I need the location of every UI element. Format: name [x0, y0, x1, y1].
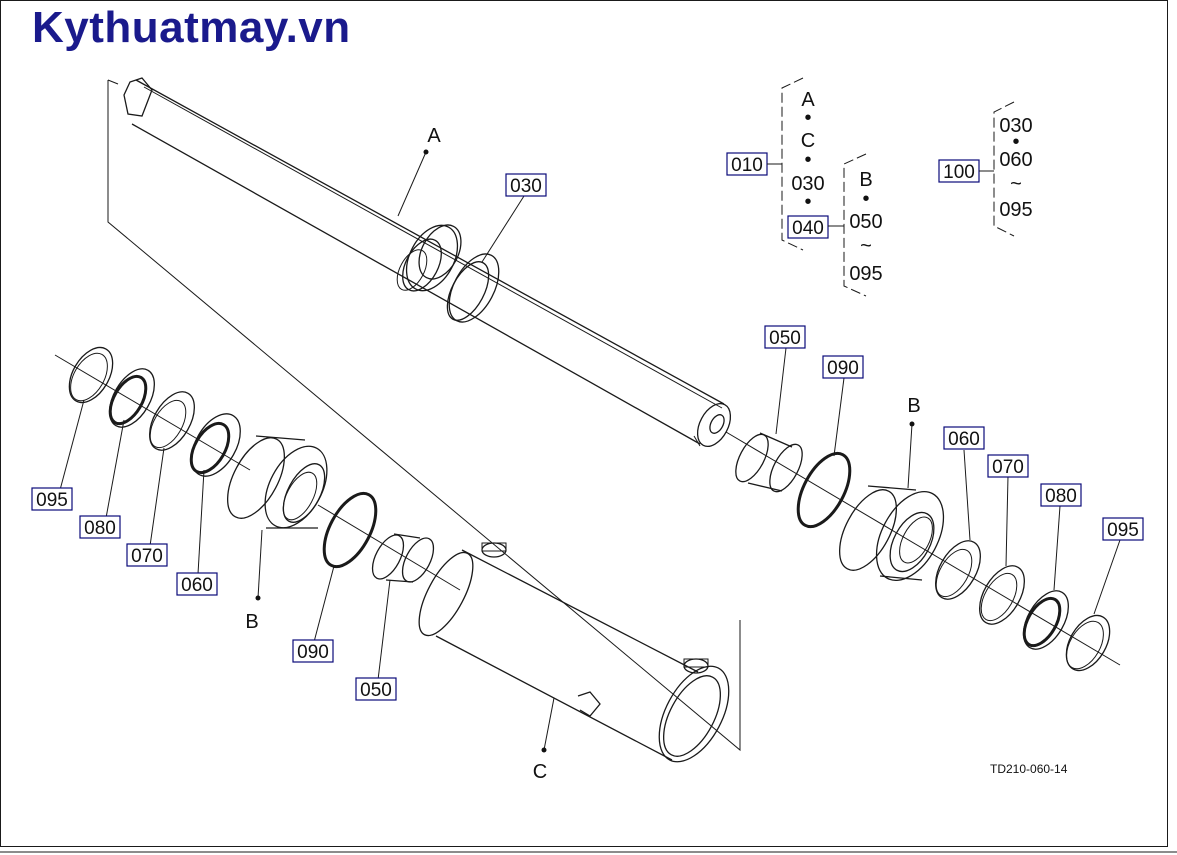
label-060-right: 060 — [948, 429, 980, 450]
legend-010-item-1: A — [801, 89, 815, 111]
legend-100-item-4: ~ — [1010, 173, 1022, 195]
label-095-right: 095 — [1107, 520, 1139, 541]
legend-100-item-5: 095 — [999, 199, 1032, 221]
kit-legend: 010 A • C • 030 • 040 B • 050 ~ 095 100 … — [726, 77, 1033, 297]
bushing-left — [371, 533, 435, 583]
label-080-right: 080 — [1045, 486, 1077, 507]
legend-040-item-1: B — [859, 169, 872, 191]
label-070-right: 070 — [992, 457, 1024, 478]
label-080-left: 080 — [84, 518, 116, 539]
label-090-left: 090 — [297, 642, 329, 663]
brand-logo-text: Kythuatmay.vn — [32, 3, 351, 52]
label-050-right: 050 — [769, 328, 801, 349]
letter-b-right: B — [907, 395, 920, 417]
letter-b-left: B — [245, 611, 258, 633]
label-060-left: 060 — [181, 575, 213, 596]
legend-010-item-3: C — [801, 130, 815, 152]
seal-set-right — [935, 540, 1111, 672]
legend-010-item-6: • — [804, 191, 811, 213]
legend-040-label: 040 — [792, 218, 824, 239]
letter-a: A — [427, 125, 441, 147]
legend-040-item-5: 095 — [849, 263, 882, 285]
assembly-letters: A B C B — [245, 125, 920, 783]
legend-040-item-4: ~ — [860, 235, 872, 257]
legend-100-item-1: 030 — [999, 115, 1032, 137]
legend-010-item-2: • — [804, 107, 811, 129]
label-090-right: 090 — [827, 358, 859, 379]
letter-c: C — [533, 761, 547, 783]
bushing-right — [735, 432, 803, 493]
label-030-top: 030 — [510, 176, 542, 197]
legend-010-label: 010 — [731, 155, 763, 176]
label-050-left: 050 — [360, 680, 392, 701]
wear-ring — [446, 253, 500, 323]
part-labels: 030 095 080 070 060 090 050 050 090 060 … — [31, 173, 1144, 701]
label-095-left: 095 — [36, 490, 68, 511]
drawing-code: TD210-060-14 — [990, 762, 1068, 776]
cylinder-tube — [418, 542, 730, 763]
piston — [396, 224, 462, 292]
leader-lines — [59, 149, 1121, 753]
legend-040-item-2: • — [862, 188, 869, 210]
rod-guide-right — [838, 485, 945, 582]
assembly-outline — [107, 80, 741, 752]
legend-100-item-3: 060 — [999, 149, 1032, 171]
o-ring-left — [322, 491, 378, 569]
o-ring-right — [796, 451, 852, 529]
label-070-left: 070 — [131, 546, 163, 567]
legend-100-label: 100 — [943, 162, 975, 183]
seal-set-left — [68, 346, 241, 477]
legend-040-item-3: 050 — [849, 211, 882, 233]
rod-guide-left — [226, 435, 328, 529]
legend-010-item-4: • — [804, 149, 811, 171]
legend-010-item-5: 030 — [791, 173, 824, 195]
legend-100-item-2: • — [1012, 131, 1019, 153]
